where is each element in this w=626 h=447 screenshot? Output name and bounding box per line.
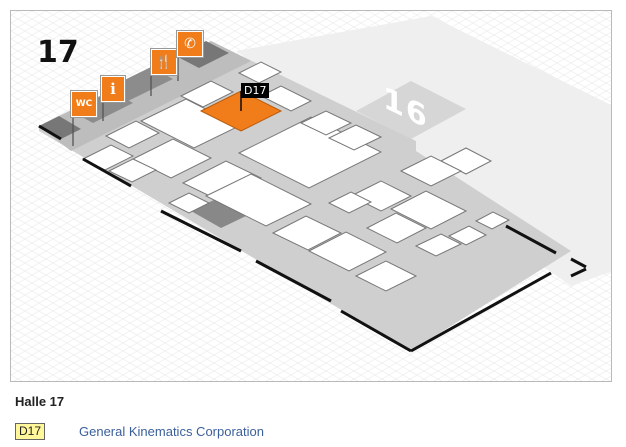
booth[interactable] (299, 110, 353, 136)
booth[interactable] (327, 124, 383, 151)
booth[interactable] (237, 61, 283, 84)
booth[interactable] (107, 158, 158, 183)
booth[interactable] (307, 231, 388, 272)
wc-icon-label: WC (75, 99, 93, 109)
floor-plan (11, 11, 611, 381)
hall-walls (38, 124, 587, 353)
hall-map[interactable]: WC i 🍴 ✆ 17 D17 16 (10, 10, 612, 382)
hall-entrance-zone (39, 41, 251, 151)
legend-row: D17 General Kinematics Corporation (15, 423, 615, 441)
booth[interactable] (389, 190, 468, 230)
booth[interactable] (104, 120, 161, 149)
booth[interactable] (271, 215, 343, 251)
booth[interactable] (354, 260, 418, 292)
booth[interactable] (167, 192, 211, 214)
booth[interactable] (181, 160, 263, 201)
phone-icon[interactable]: ✆ (177, 31, 203, 57)
booth-group (81, 61, 511, 292)
booth[interactable] (399, 155, 463, 187)
booth[interactable] (327, 191, 373, 214)
booth[interactable] (179, 80, 235, 108)
booth[interactable] (259, 85, 313, 112)
neighbor-hall-badge (356, 81, 466, 139)
service-booth (39, 116, 81, 139)
legend-booth-code[interactable]: D17 (15, 423, 46, 440)
booth[interactable] (414, 233, 463, 257)
booth[interactable] (474, 211, 511, 230)
phone-icon-label: ✆ (184, 36, 196, 52)
hall-number-label: 17 (37, 35, 79, 70)
restaurant-icon[interactable]: 🍴 (151, 49, 177, 75)
wc-icon[interactable]: WC (71, 91, 97, 117)
booth-label-d17[interactable]: D17 (241, 83, 270, 98)
service-booth (191, 199, 246, 228)
booth[interactable] (365, 212, 428, 244)
booth[interactable] (204, 173, 313, 227)
restaurant-icon-label: 🍴 (155, 54, 173, 70)
booth[interactable] (447, 225, 488, 246)
info-icon-label: i (110, 80, 116, 98)
hall-caption: Halle 17 (15, 394, 65, 409)
legend-exhibitor-link[interactable]: General Kinematics Corporation (79, 424, 264, 439)
info-icon[interactable]: i (101, 76, 125, 102)
